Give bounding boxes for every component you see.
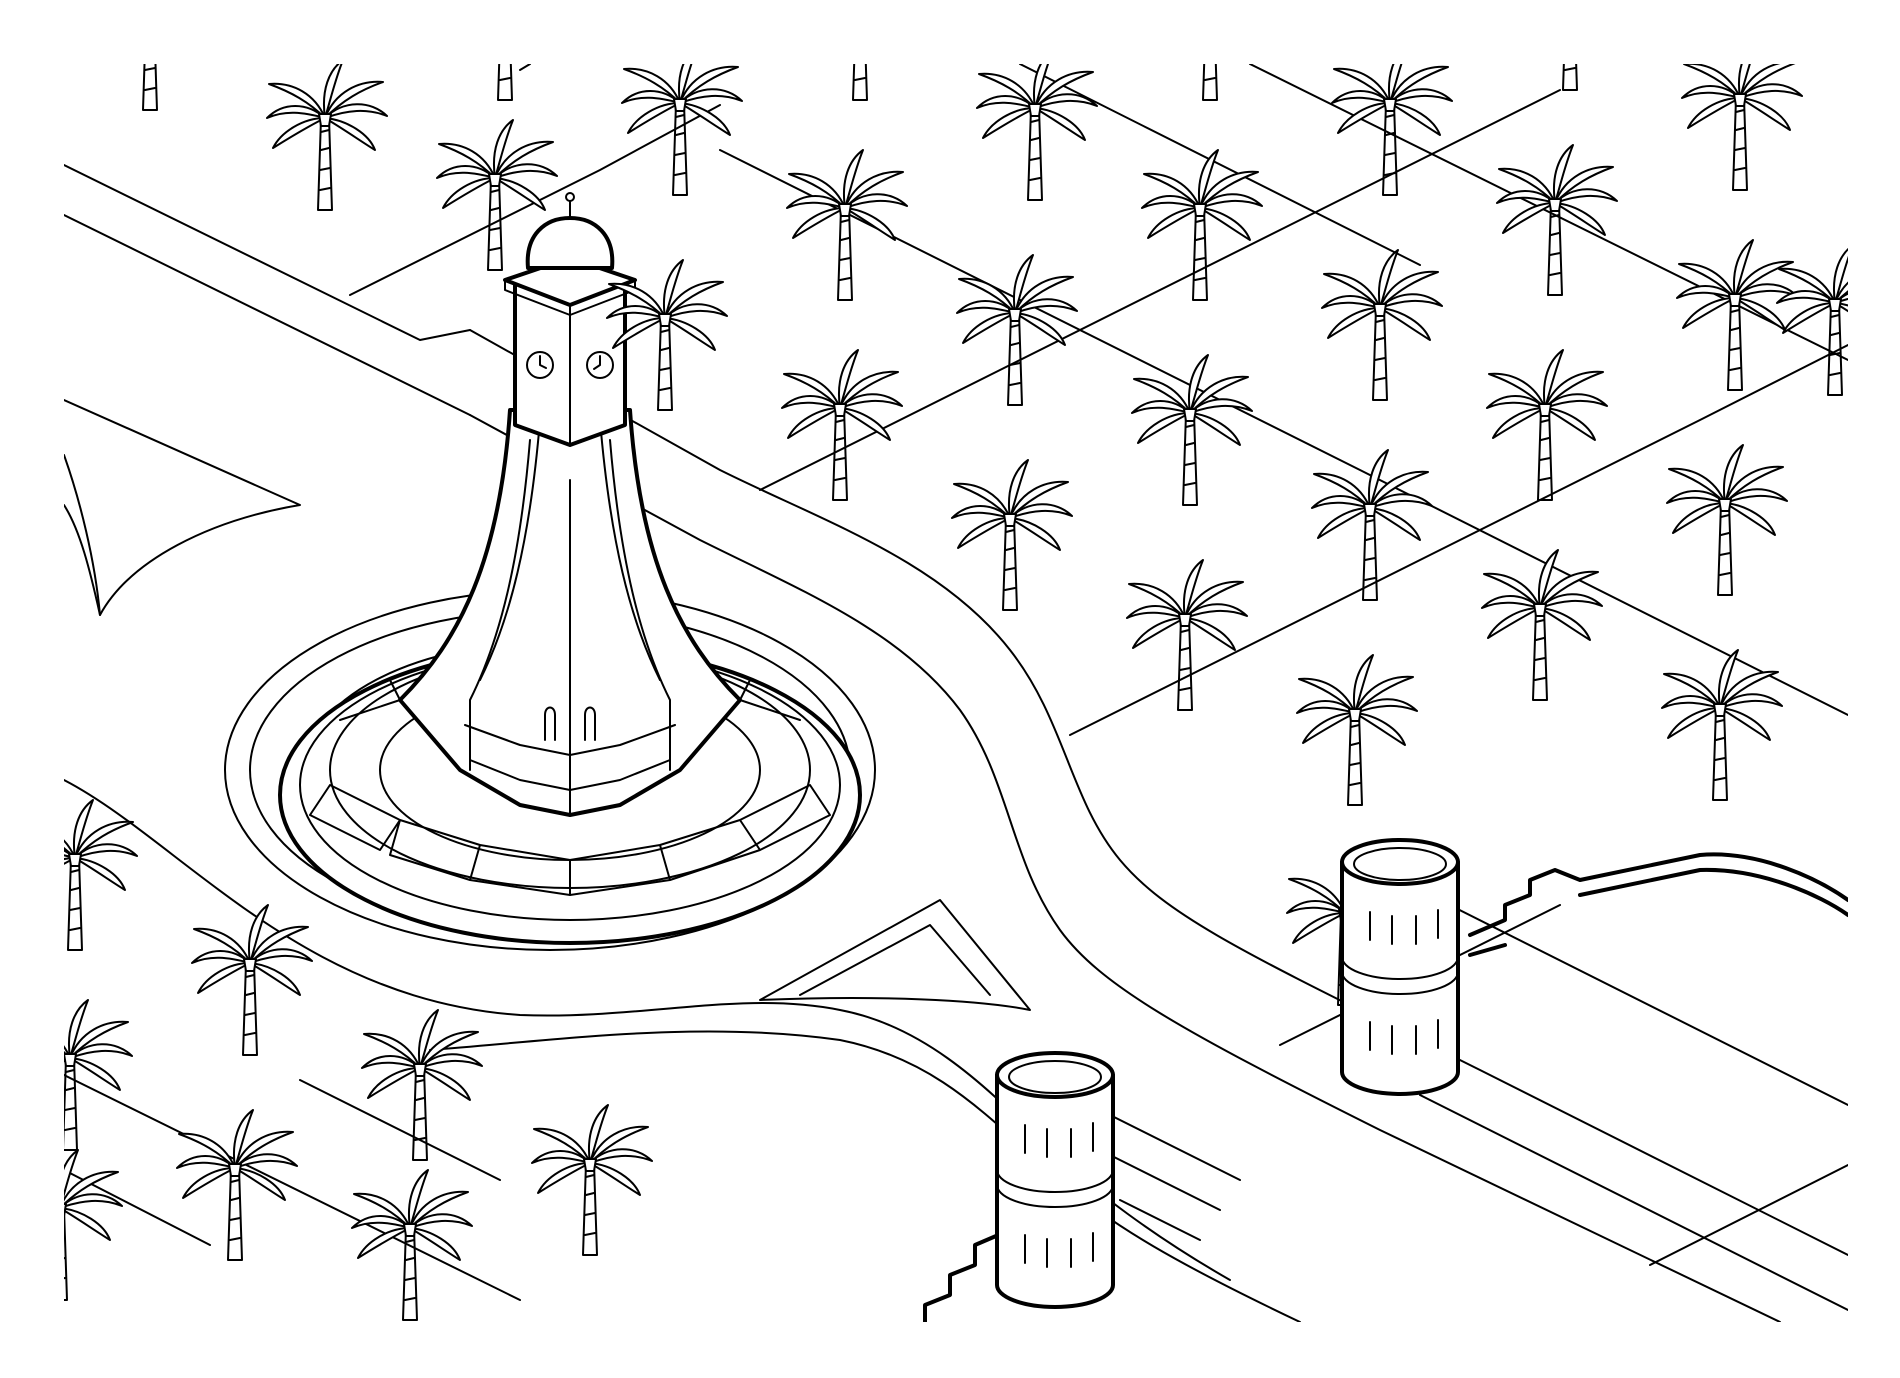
gate-walls (923, 852, 1848, 1322)
palm-grove (64, 64, 1848, 1321)
tent-canopy (64, 399, 301, 616)
scene-drawing (64, 64, 1848, 1322)
gate-pillar-left (995, 1051, 1115, 1309)
clock-tower (278, 192, 862, 945)
ground-grid-lines (64, 64, 1848, 1311)
gate-pillar-right (1340, 838, 1460, 1096)
